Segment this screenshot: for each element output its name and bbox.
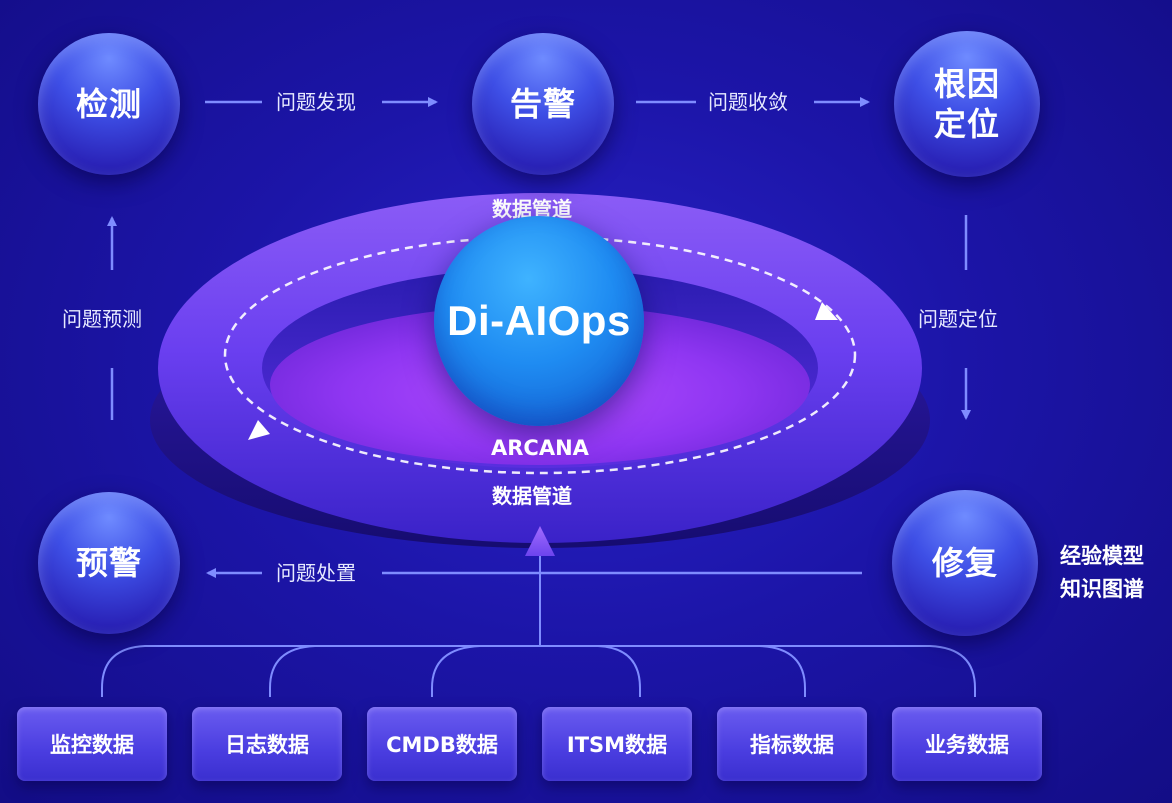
node-repair: 修复	[892, 490, 1038, 636]
source-monitoring: 监控数据	[17, 707, 167, 781]
flow-label-convergence: 问题收敛	[708, 90, 788, 114]
pipeline-arrow-right-icon	[815, 302, 838, 320]
source-logs: 日志数据	[192, 707, 342, 781]
knowledge-line2: 知识图谱	[1060, 577, 1144, 601]
source-tree	[101, 548, 976, 697]
core-title: Di-AIOps	[447, 297, 631, 344]
flow-label-handling: 问题处置	[276, 561, 356, 585]
node-root-cause-line1: 根因	[933, 65, 1000, 103]
pipeline-arrow-left-icon	[248, 420, 270, 440]
node-alert-label: 告警	[509, 85, 576, 123]
pipeline-label-bottom: 数据管道	[492, 484, 572, 508]
node-root-cause: 根因 定位	[894, 31, 1040, 177]
pipeline-loop	[223, 235, 857, 475]
node-repair-label: 修复	[931, 544, 998, 582]
flow-label-prediction: 问题预测	[62, 307, 142, 331]
flow-label-location: 问题定位	[918, 307, 998, 331]
node-early-warning-label: 预警	[75, 544, 142, 582]
node-alert: 告警	[472, 33, 614, 175]
core-platform: Di-AIOps	[434, 216, 644, 426]
knowledge-line1: 经验模型	[1060, 544, 1144, 568]
source-cmdb: CMDB数据	[367, 707, 517, 781]
node-detect-label: 检测	[75, 85, 142, 123]
node-detect: 检测	[38, 33, 180, 175]
knowledge-note: 经验模型 知识图谱	[1060, 540, 1144, 606]
core-subtitle: ARCANA	[491, 436, 589, 460]
node-root-cause-line2: 定位	[933, 105, 1000, 143]
flow-label-discovery: 问题发现	[276, 90, 356, 114]
data-feed-arrow-icon	[525, 526, 555, 556]
source-metrics: 指标数据	[717, 707, 867, 781]
source-itsm: ITSM数据	[542, 707, 692, 781]
node-early-warning: 预警	[38, 492, 180, 634]
source-business: 业务数据	[892, 707, 1042, 781]
